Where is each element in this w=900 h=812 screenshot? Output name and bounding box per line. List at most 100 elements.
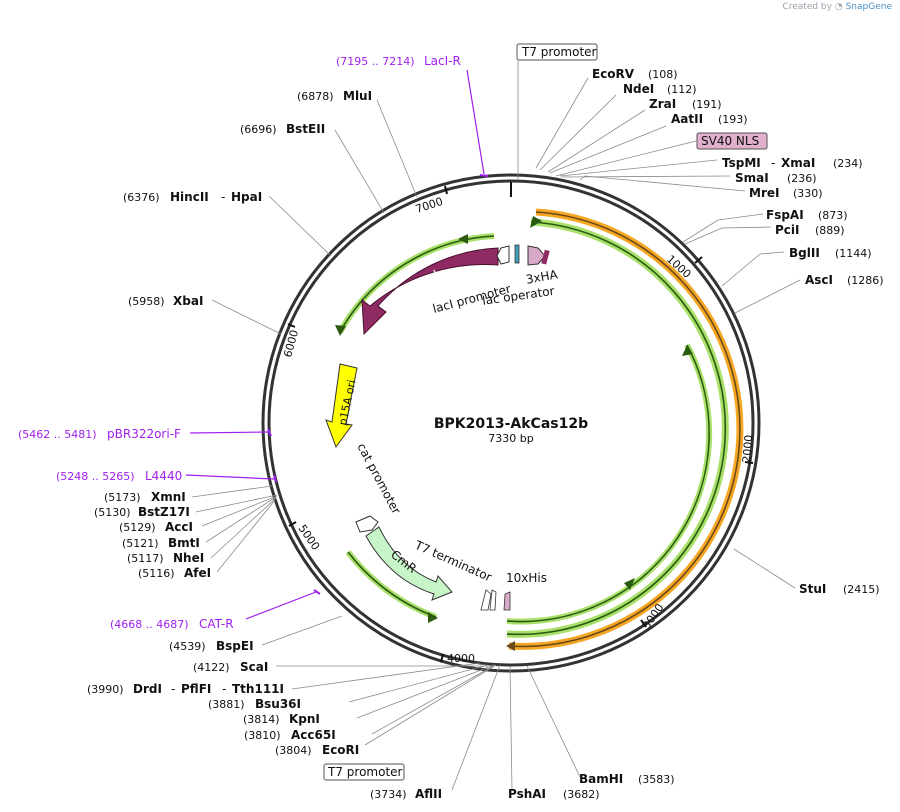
primer-cat-r-name: CAT-R bbox=[199, 617, 234, 631]
enzyme-hincii-separator: - bbox=[221, 190, 225, 204]
enzyme-bsu36i-name: Bsu36I bbox=[255, 697, 301, 711]
enzyme-bspei-pos: (4539) bbox=[169, 640, 206, 653]
sv40-nls-label-box bbox=[696, 132, 768, 150]
enzyme-bglii-pos: (1144) bbox=[835, 247, 872, 260]
enzyme-tspmi-name: TspMI bbox=[722, 156, 761, 170]
enzyme-bspei-name: BspEI bbox=[216, 639, 254, 653]
enzyme-smai-pos: (236) bbox=[787, 172, 817, 185]
enzyme-zrai-name: ZraI bbox=[649, 97, 676, 111]
cat-promoter-arrow bbox=[355, 515, 379, 533]
primer-laci-r-range: (7195 .. 7214) bbox=[336, 55, 415, 68]
laci-promoter-arrow bbox=[496, 245, 510, 265]
enzyme-ndei-pos: (112) bbox=[667, 83, 697, 96]
laci-green-arrowhead-end bbox=[335, 325, 346, 336]
enzyme-xmai-name: XmaI bbox=[781, 156, 815, 170]
enzyme-zrai-pos: (191) bbox=[692, 98, 722, 111]
10xhis-label: 10xHis bbox=[506, 571, 547, 585]
tick-label-4000: 4000 bbox=[447, 652, 475, 665]
enzyme-bsteii-pos: (6696) bbox=[240, 123, 277, 136]
t7-terminator-arrow-2 bbox=[489, 589, 497, 611]
enzyme-tspmi-pos: (234) bbox=[833, 157, 863, 170]
enzyme-hincii-pos: (6376) bbox=[123, 191, 160, 204]
enzyme-asci-name: AscI bbox=[805, 273, 833, 287]
tick-marks bbox=[287, 185, 754, 663]
enzyme-ecorv-name: EcoRV bbox=[592, 67, 635, 81]
cds-green-arrowhead-bottom bbox=[624, 578, 635, 590]
enzyme-fspai-pos: (873) bbox=[818, 209, 848, 222]
tick-label-6000: 6000 bbox=[281, 328, 301, 358]
tick-label-5000: 5000 bbox=[296, 522, 323, 552]
cds-green-arrowhead-end bbox=[682, 345, 693, 356]
primer-pbr322ori-f-range: (5462 .. 5481) bbox=[18, 428, 97, 441]
enzyme-drdi-pos: (3990) bbox=[87, 683, 124, 696]
enzyme-drdi-separator-2: - bbox=[222, 682, 226, 696]
enzyme-xmni-name: XmnI bbox=[151, 490, 186, 504]
enzyme-bglii-name: BglII bbox=[789, 246, 820, 260]
t7-promoter-top-label: T7 promoter bbox=[521, 45, 597, 59]
enzyme-smai-name: SmaI bbox=[735, 171, 769, 185]
plasmid-size: 7330 bp bbox=[488, 432, 533, 445]
enzyme-hpai-name: HpaI bbox=[231, 190, 262, 204]
laci-feature-arrow bbox=[361, 247, 499, 336]
enzyme-nhei-name: NheI bbox=[173, 551, 204, 565]
cds-green-arrowhead-start bbox=[530, 216, 542, 228]
enzyme-tth111i-name: Tth111I bbox=[232, 682, 284, 696]
3xha-label: 3xHA bbox=[525, 267, 560, 286]
enzyme-scai-pos: (4122) bbox=[193, 661, 230, 674]
enzyme-acci-name: AccI bbox=[165, 520, 193, 534]
enzyme-afei-pos: (5116) bbox=[138, 567, 175, 580]
enzyme-mlui-pos: (6878) bbox=[297, 90, 334, 103]
t7-promoter-top-box bbox=[516, 43, 598, 61]
sv40-nls-box bbox=[541, 249, 550, 265]
enzyme-bstz17i-pos: (5130) bbox=[94, 506, 131, 519]
enzyme-ecori-name: EcoRI bbox=[322, 743, 359, 757]
snapgene-logo-icon: ◔ bbox=[834, 2, 843, 12]
enzyme-leader-lines bbox=[191, 58, 801, 791]
primer-l4440-name: L4440 bbox=[145, 469, 182, 483]
enzyme-pshai-pos: (3682) bbox=[563, 788, 600, 801]
enzyme-stui-name: StuI bbox=[799, 582, 826, 596]
enzyme-xbai-name: XbaI bbox=[173, 294, 203, 308]
enzyme-bsu36i-pos: (3881) bbox=[208, 698, 245, 711]
enzyme-xmni-pos: (5173) bbox=[104, 491, 141, 504]
primer-l4440-range: (5248 .. 5265) bbox=[56, 470, 135, 483]
plasmid-name: BPK2013-AkCas12b bbox=[434, 416, 588, 432]
enzyme-kpni-pos: (3814) bbox=[243, 713, 280, 726]
enzyme-acc65i-name: Acc65I bbox=[291, 728, 336, 742]
enzyme-drdi-name: DrdI bbox=[133, 682, 162, 696]
enzyme-drdi-separator-1: - bbox=[171, 682, 175, 696]
enzyme-ndei-name: NdeI bbox=[623, 82, 654, 96]
primer-lines bbox=[185, 69, 489, 620]
enzyme-aatii-name: AatII bbox=[671, 112, 703, 126]
enzyme-ecorv-pos: (108) bbox=[648, 68, 678, 81]
enzyme-scai-name: ScaI bbox=[240, 660, 268, 674]
lac-operator-box bbox=[514, 244, 520, 264]
t7-terminator-arrow-1 bbox=[480, 589, 492, 611]
backbone-inner-ring bbox=[267, 179, 755, 667]
t7-promoter-bottom-box bbox=[323, 763, 405, 781]
enzyme-xbai-pos: (5958) bbox=[128, 295, 165, 308]
enzyme-afei-name: AfeI bbox=[184, 566, 211, 580]
enzyme-asci-pos: (1286) bbox=[847, 274, 884, 287]
enzyme-bsteii-name: BstEII bbox=[286, 122, 325, 136]
enzyme-acci-pos: (5129) bbox=[119, 521, 156, 534]
enzyme-acc65i-pos: (3810) bbox=[244, 729, 281, 742]
enzyme-bmti-name: BmtI bbox=[168, 536, 200, 550]
enzyme-bamhi-pos: (3583) bbox=[638, 773, 675, 786]
laci-green-arrowhead bbox=[458, 234, 468, 244]
primer-pbr322ori-f-name: pBR322ori-F bbox=[107, 427, 181, 441]
p15a-ori-feature bbox=[325, 363, 358, 449]
sv40-nls-label: SV40 NLS bbox=[701, 134, 759, 148]
enzyme-fspai-name: FspAI bbox=[766, 208, 804, 222]
3xha-arrow bbox=[527, 245, 546, 266]
primer-cat-r-range: (4668 .. 4687) bbox=[110, 618, 189, 631]
enzyme-pcii-name: PciI bbox=[775, 223, 800, 237]
enzyme-aatii-pos: (193) bbox=[718, 113, 748, 126]
enzyme-hincii-name: HincII bbox=[170, 190, 209, 204]
cat-promoter-label: cat promoter bbox=[354, 441, 403, 517]
10xhis-box bbox=[503, 591, 511, 611]
enzyme-stui-pos: (2415) bbox=[843, 583, 880, 596]
enzyme-ecori-pos: (3804) bbox=[275, 744, 312, 757]
enzyme-bstz17i-name: BstZ17I bbox=[138, 505, 190, 519]
enzyme-mlui-name: MluI bbox=[343, 89, 372, 103]
